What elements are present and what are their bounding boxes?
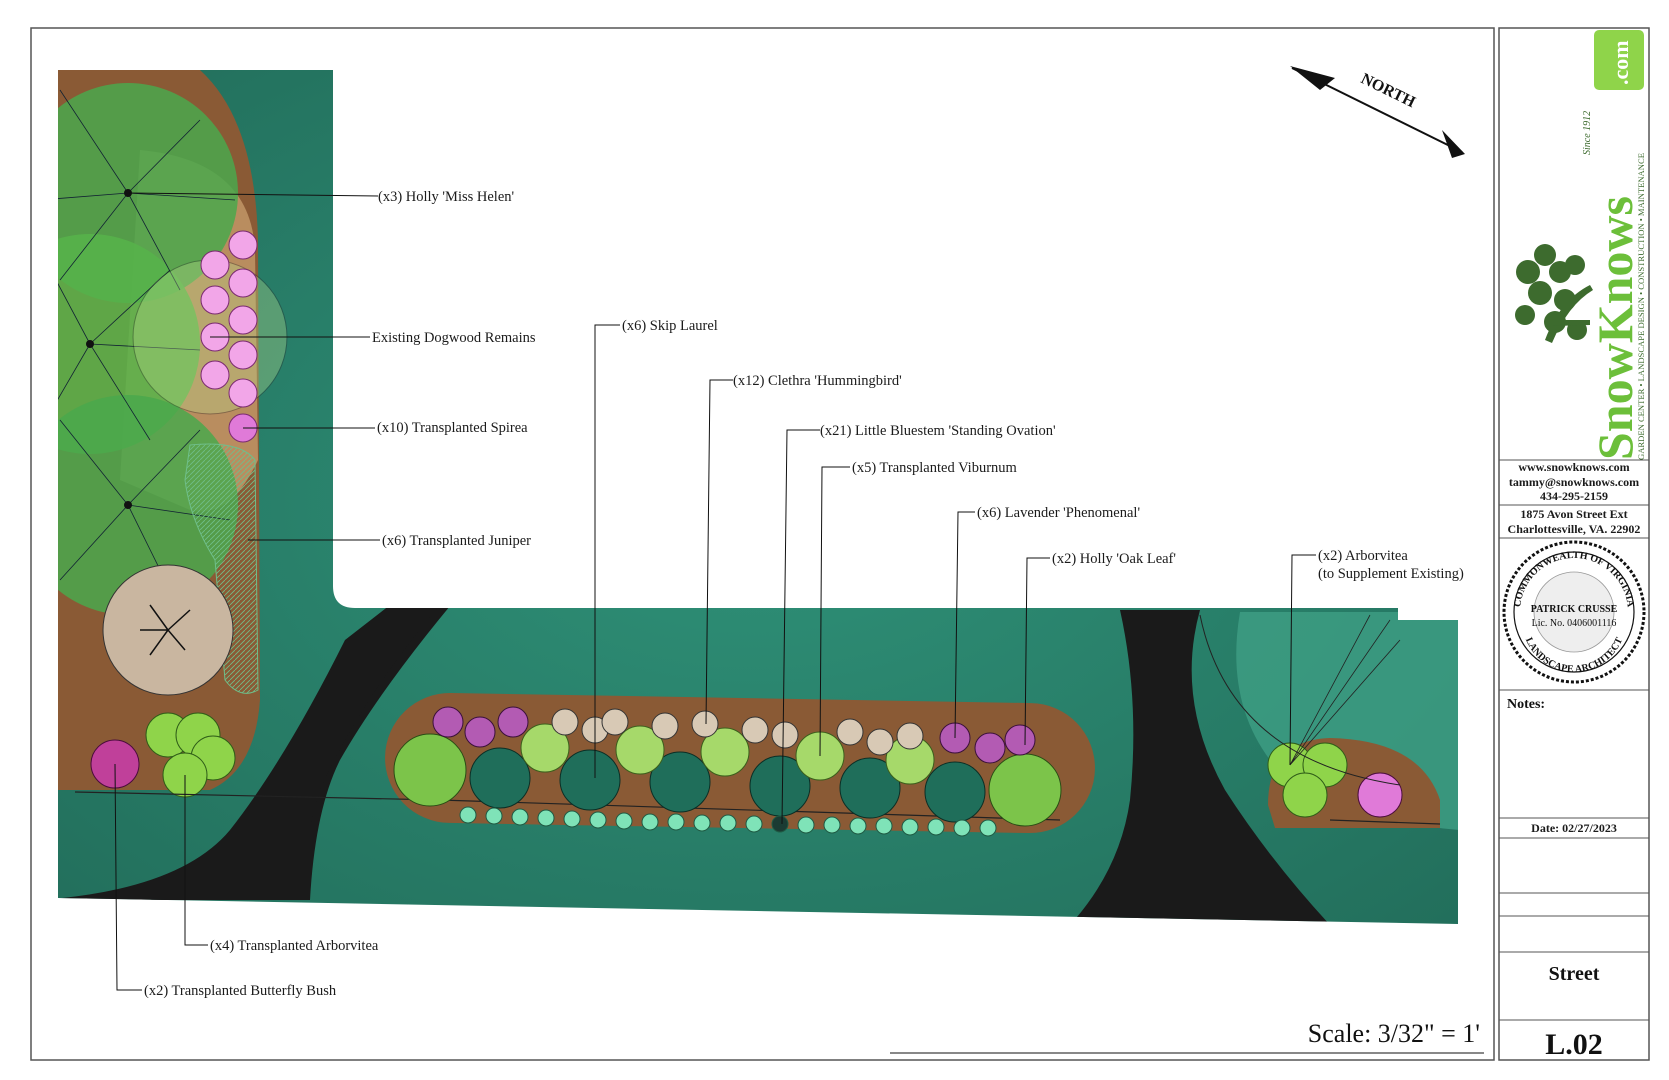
seal-name: PATRICK CRUSSE (1531, 604, 1618, 615)
label-skip-laurel: (x6) Skip Laurel (622, 318, 718, 334)
logo-tree-icon (1515, 244, 1593, 343)
address-line2: Charlottesville, VA. 22902 (1508, 522, 1641, 536)
sheet-number: L.02 (1545, 1028, 1603, 1061)
phone: 434-295-2159 (1540, 489, 1608, 503)
architect-seal: COMMONWEALTH OF VIRGINIA LANDSCAPE ARCHI… (1502, 540, 1646, 684)
spirea-group (200, 230, 258, 443)
holly-oak-leaf (393, 733, 467, 807)
label-bluestem: (x21) Little Bluestem 'Standing Ovation' (820, 423, 1056, 439)
label-spirea: (x10) Transplanted Spirea (377, 420, 528, 436)
holly-oak-leaf (988, 753, 1062, 827)
leader-lines (114, 192, 1316, 991)
email: tammy@snowknows.com (1509, 475, 1639, 489)
driveway-left-edge (58, 605, 440, 900)
label-clethra: (x12) Clethra 'Hummingbird' (733, 373, 902, 389)
skip-laurel-group (469, 747, 986, 823)
title-block: SnowKnows GARDEN CENTER • LANDSCAPE DESI… (1499, 30, 1649, 1061)
address-line1: 1875 Avon Street Ext (1520, 507, 1627, 521)
label-lavender: (x6) Lavender 'Phenomenal' (977, 505, 1140, 521)
viburnum-group (551, 708, 924, 756)
label-arborvitea-note: (to Supplement Existing) (1318, 566, 1464, 582)
label-holly-oak-leaf: (x2) Holly 'Oak Leaf' (1052, 551, 1176, 567)
date: Date: 02/27/2023 (1531, 821, 1617, 835)
label-viburnum: (x5) Transplanted Viburnum (852, 460, 1018, 476)
logo-com: .com (1608, 40, 1633, 85)
north-arrow: NORTH (1290, 66, 1465, 158)
logo-com-badge (1594, 30, 1644, 90)
scale-text: Scale: 3/32" = 1' (1308, 1019, 1480, 1048)
seal-license: Lic. No. 0406001116 (1532, 618, 1617, 629)
clethra-group (520, 723, 935, 785)
label-dogwood: Existing Dogwood Remains (372, 330, 536, 346)
label-butterfly-bush: (x2) Transplanted Butterfly Bush (144, 983, 337, 999)
logo-tagline: GARDEN CENTER • LANDSCAPE DESIGN • CONST… (1636, 153, 1646, 460)
juniper-mass (184, 443, 259, 694)
website: www.snowknows.com (1518, 460, 1629, 474)
pink-shrub-right (1357, 772, 1403, 818)
label-arborvitea: (x2) Arborvitea (1318, 548, 1408, 564)
tree-radials (58, 89, 236, 591)
notes-label: Notes: (1507, 697, 1545, 712)
driveway-right (1070, 610, 1330, 924)
title-block-frame (1498, 27, 1650, 1061)
bluestem-row (459, 806, 997, 837)
drawing-frame (30, 27, 1495, 1061)
lavender-group (432, 706, 1036, 764)
label-juniper: (x6) Transplanted Juniper (382, 533, 531, 549)
snowknows-logo: SnowKnows GARDEN CENTER • LANDSCAPE DESI… (1515, 30, 1646, 460)
site-plan (58, 70, 1458, 924)
logo-main: SnowKnows (1587, 196, 1643, 460)
logo-since: Since 1912 (1582, 111, 1593, 155)
sheet-name: Street (1549, 963, 1600, 985)
label-holly-miss-helen: (x3) Holly 'Miss Helen' (378, 189, 514, 205)
label-transplanted-arborvitea: (x4) Transplanted Arborvitea (210, 938, 379, 954)
